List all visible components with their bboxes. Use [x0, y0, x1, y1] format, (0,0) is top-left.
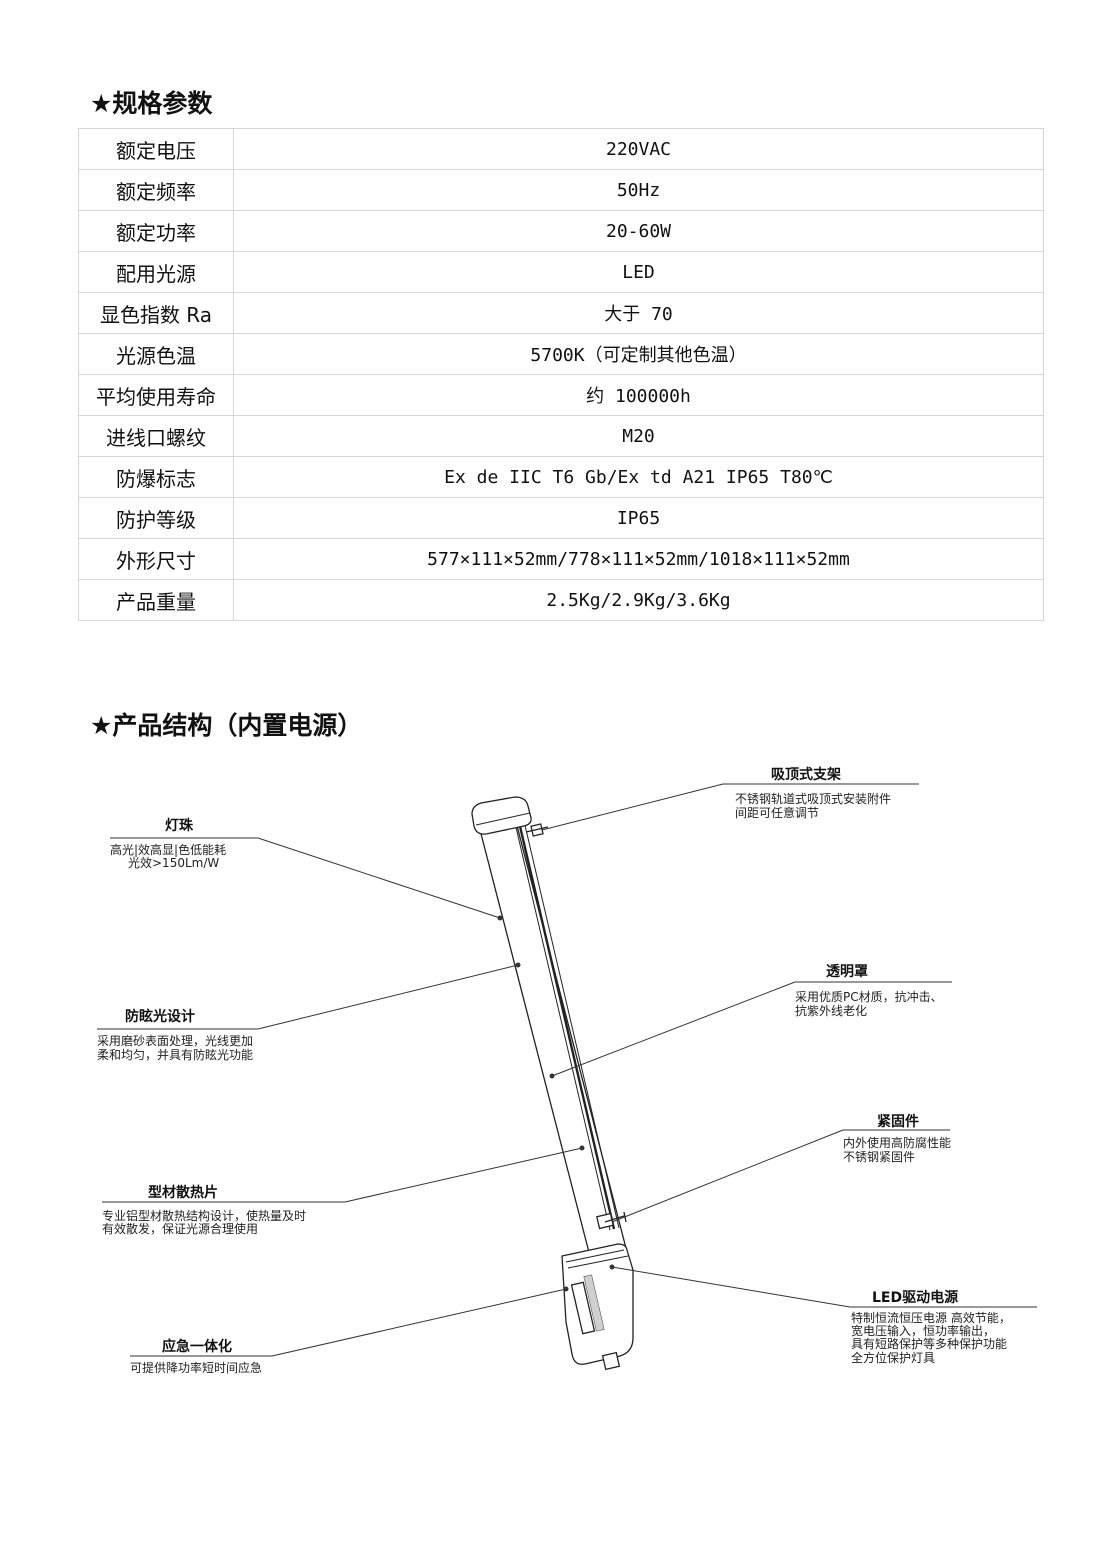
label-desc: 可提供降功率短时间应急	[130, 1360, 262, 1375]
label-anti-glare: 防眩光设计 采用磨砂表面处理，光线更加 柔和均匀，并具有防眩光功能	[97, 1008, 253, 1062]
emergency-module	[570, 1281, 596, 1335]
label-driver: LED驱动电源 特制恒流恒压电源 高效节能， 宽电压输入，恒功率输出， 具有短路…	[851, 1289, 1011, 1365]
lamp-illustration	[471, 796, 634, 1371]
label-title: 型材散热片	[148, 1184, 218, 1201]
label-desc: 不锈钢紧固件	[843, 1150, 915, 1164]
spec-value: 2.5Kg/2.9Kg/3.6Kg	[233, 579, 1044, 621]
spec-value: 577×111×52mm/778×111×52mm/1018×111×52mm	[233, 538, 1044, 580]
spec-label: 额定功率	[78, 210, 234, 252]
label-desc: 采用优质PC材质，抗冲击、	[795, 989, 943, 1004]
driver-vent	[583, 1274, 605, 1332]
structure-section-title: ★产品结构（内置电源）	[90, 711, 363, 740]
spec-value: 20-60W	[233, 210, 1044, 252]
spec-value: 5700K（可定制其他色温）	[233, 333, 1044, 375]
spec-label: 显色指数 Ra	[78, 292, 234, 334]
spec-label: 额定电压	[78, 128, 234, 170]
label-desc: 宽电压输入，恒功率输出，	[851, 1323, 995, 1338]
label-title: 透明罩	[826, 964, 868, 980]
product-structure-diagram: 吸顶式支架 不锈钢轨道式吸顶式安装附件 间距可任意调节 灯珠 高光|效高显|色低…	[97, 766, 1037, 1375]
bottom-bracket	[596, 1212, 614, 1230]
label-desc: 柔和均匀，并具有防眩光功能	[97, 1047, 253, 1062]
lamp-end-cap	[471, 796, 532, 835]
spec-value: Ex de IIC T6 Gb/Ex td A21 IP65 T80℃	[233, 456, 1044, 498]
label-title: LED驱动电源	[872, 1289, 958, 1306]
label-desc: 特制恒流恒压电源 高效节能，	[851, 1310, 1011, 1325]
spec-value: IP65	[233, 497, 1044, 539]
label-desc: 光效>150Lm/W	[128, 855, 219, 870]
label-desc: 内外使用高防腐性能	[843, 1135, 951, 1150]
label-led-beads: 灯珠 高光|效高显|色低能耗 光效>150Lm/W	[110, 817, 226, 870]
label-fastener: 紧固件 内外使用高防腐性能 不锈钢紧固件	[843, 1113, 951, 1164]
spec-value: M20	[233, 415, 1044, 457]
label-desc: 有效散发，保证光源合理使用	[102, 1221, 258, 1236]
label-bracket: 吸顶式支架 不锈钢轨道式吸顶式安装附件 间距可任意调节	[735, 766, 891, 820]
label-desc: 不锈钢轨道式吸顶式安装附件	[735, 791, 891, 806]
spec-label: 进线口螺纹	[78, 415, 234, 457]
label-title: 紧固件	[877, 1113, 919, 1130]
spec-value: LED	[233, 251, 1044, 293]
label-desc: 间距可任意调节	[735, 805, 819, 820]
spec-label: 光源色温	[78, 333, 234, 375]
spec-label: 配用光源	[78, 251, 234, 293]
label-desc: 专业铝型材散热结构设计，使热量及时	[102, 1208, 306, 1223]
label-desc: 采用磨砂表面处理，光线更加	[97, 1034, 253, 1048]
spec-label: 外形尺寸	[78, 538, 234, 580]
spec-label: 防护等级	[78, 497, 234, 539]
label-title: 防眩光设计	[125, 1008, 195, 1025]
spec-label: 防爆标志	[78, 456, 234, 498]
label-desc: 抗紫外线老化	[795, 1003, 867, 1018]
label-title: 应急一体化	[162, 1338, 232, 1355]
cable-gland	[601, 1351, 621, 1371]
spec-label: 产品重量	[78, 579, 234, 621]
spec-value: 大于 70	[233, 292, 1044, 334]
spec-value: 约 100000h	[233, 374, 1044, 416]
label-desc: 具有短路保护等多种保护功能	[851, 1336, 1007, 1351]
label-desc: 全方位保护灯具	[851, 1350, 935, 1365]
label-title: 吸顶式支架	[771, 766, 841, 783]
label-title: 灯珠	[165, 817, 194, 834]
table-row: 平均使用寿命约 100000h	[78, 374, 1044, 416]
label-heatsink: 型材散热片 专业铝型材散热结构设计，使热量及时 有效散发，保证光源合理使用	[102, 1184, 306, 1236]
label-desc: 高光|效高显|色低能耗	[110, 842, 226, 857]
label-cover: 透明罩 采用优质PC材质，抗冲击、 抗紫外线老化	[795, 964, 943, 1018]
spec-label: 额定频率	[78, 169, 234, 211]
spec-value: 50Hz	[233, 169, 1044, 211]
spec-value: 220VAC	[233, 128, 1044, 170]
label-emergency: 应急一体化 可提供降功率短时间应急	[130, 1338, 262, 1375]
spec-label: 平均使用寿命	[78, 374, 234, 416]
specs-section-title: ★规格参数	[90, 89, 213, 118]
